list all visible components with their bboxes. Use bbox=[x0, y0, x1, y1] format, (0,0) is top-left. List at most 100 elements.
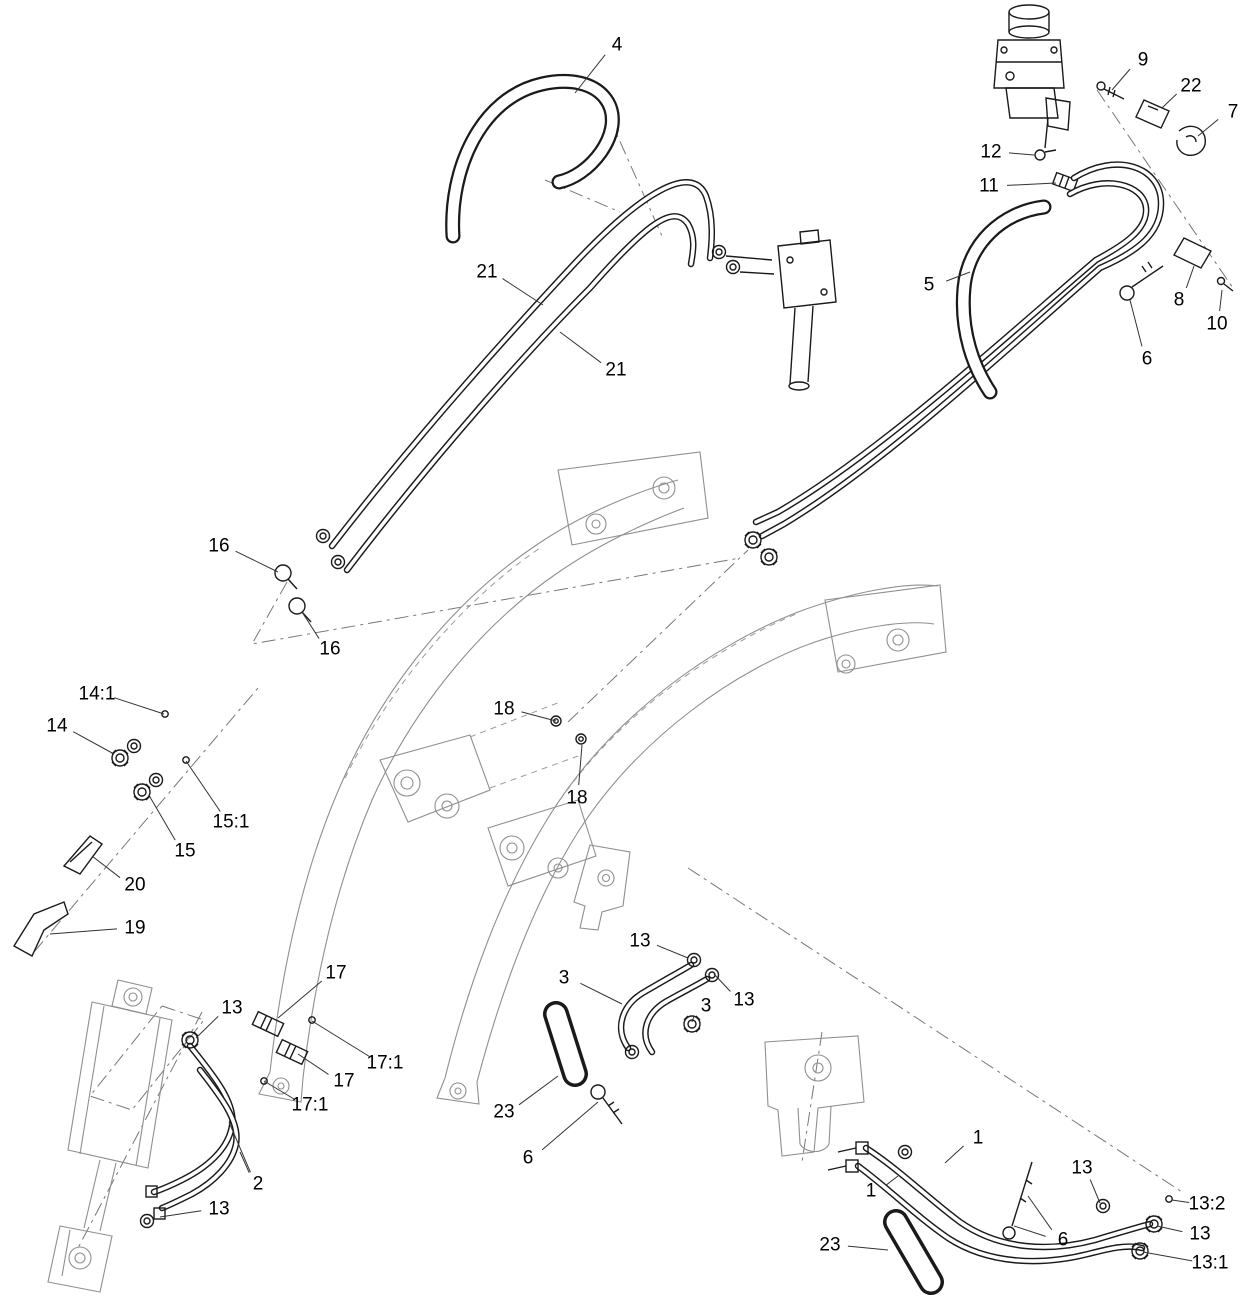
leader-line bbox=[1171, 1199, 1190, 1203]
sleeve-23-left bbox=[543, 1001, 588, 1087]
callout-label: 6 bbox=[1141, 348, 1153, 370]
long-hose-pair bbox=[744, 161, 1165, 566]
leader-line bbox=[297, 1053, 329, 1075]
leader-line bbox=[1006, 182, 1057, 186]
leader-line bbox=[1129, 299, 1143, 347]
callout-label: 8 bbox=[1173, 289, 1185, 311]
callout-label: 23 bbox=[493, 1101, 515, 1123]
leader-line bbox=[691, 1015, 695, 1023]
plate-22 bbox=[1135, 99, 1170, 129]
leader-line bbox=[1089, 1179, 1101, 1204]
hoses-3 bbox=[617, 952, 720, 1060]
callout-label: 13 bbox=[1071, 1157, 1093, 1179]
callout-label: 6 bbox=[1057, 1229, 1069, 1251]
fitting-11 bbox=[1051, 171, 1079, 193]
callout-label: 2 bbox=[252, 1173, 264, 1195]
callout-label: 1 bbox=[865, 1180, 877, 1202]
callout-label: 6 bbox=[522, 1147, 534, 1169]
callout-label: 16 bbox=[208, 535, 230, 557]
leader-line bbox=[1197, 119, 1219, 137]
leader-line bbox=[1142, 1251, 1193, 1262]
leader-line bbox=[72, 731, 115, 755]
leader-line bbox=[713, 973, 731, 992]
leader-line bbox=[49, 928, 118, 935]
leader-line bbox=[1156, 1225, 1183, 1233]
cable-tie-6-top bbox=[1119, 261, 1164, 301]
callout-label: 13 bbox=[221, 997, 243, 1019]
loader-arm-front bbox=[258, 451, 709, 1103]
callout-label: 13 bbox=[208, 1198, 230, 1220]
callout-label: 4 bbox=[611, 34, 623, 56]
leader-line bbox=[944, 1145, 965, 1164]
leader-line bbox=[239, 1151, 250, 1173]
callout-label: 17 bbox=[325, 962, 347, 984]
callout-label: 18 bbox=[493, 698, 515, 720]
leader-line bbox=[1027, 1195, 1053, 1231]
leader-line bbox=[541, 1101, 599, 1151]
leader-line bbox=[578, 744, 583, 786]
sleeve-23-bottom bbox=[883, 1209, 944, 1295]
clamp-7 bbox=[1176, 125, 1206, 156]
leader-line bbox=[149, 796, 176, 841]
callout-label: 13 bbox=[733, 989, 755, 1011]
leader-line bbox=[114, 697, 165, 715]
leader-line bbox=[1219, 289, 1223, 312]
callout-label: 16 bbox=[319, 638, 341, 660]
leader-line bbox=[159, 1210, 202, 1218]
pump-assembly bbox=[993, 4, 1071, 149]
callout-label: 20 bbox=[124, 874, 146, 896]
fitting-12 bbox=[1034, 149, 1057, 161]
leader-line bbox=[1185, 265, 1195, 289]
loader-arm-rear bbox=[436, 584, 947, 1105]
screw-9 bbox=[1096, 81, 1125, 100]
callout-label: 13:2 bbox=[1188, 1193, 1226, 1215]
centerlines bbox=[33, 89, 1234, 1249]
hoses-21 bbox=[315, 179, 775, 574]
leader-line bbox=[518, 1075, 559, 1106]
plate-8 bbox=[1173, 237, 1212, 269]
callout-label: 1 bbox=[972, 1127, 984, 1149]
leader-line bbox=[946, 271, 971, 282]
hose-5 bbox=[955, 199, 1052, 400]
leader-line bbox=[185, 760, 221, 812]
leader-line bbox=[847, 1245, 889, 1251]
leader-line bbox=[1161, 93, 1178, 109]
callout-label: 3 bbox=[558, 967, 570, 989]
leader-line bbox=[580, 982, 623, 1005]
callout-label: 18 bbox=[566, 787, 588, 809]
callout-label: 15:1 bbox=[212, 811, 250, 833]
leader-line bbox=[1013, 1225, 1046, 1237]
leader-line bbox=[195, 1015, 219, 1039]
leader-line bbox=[1111, 68, 1131, 91]
leader-line bbox=[886, 1175, 899, 1186]
callout-label: 21 bbox=[476, 261, 498, 283]
leader-line bbox=[277, 980, 323, 1019]
leader-line bbox=[228, 1121, 251, 1173]
leader-line bbox=[656, 944, 689, 959]
hoses-1 bbox=[827, 1141, 1173, 1265]
leader-line bbox=[301, 611, 320, 639]
cable-tie-6-center bbox=[590, 1084, 623, 1125]
callout-label: 13:1 bbox=[1191, 1252, 1229, 1274]
callout-label: 14:1 bbox=[78, 683, 116, 705]
callout-label: 9 bbox=[1137, 49, 1149, 71]
cable-tie-6-bottom bbox=[1002, 1161, 1033, 1240]
callout-label: 21 bbox=[605, 359, 627, 381]
callout-label: 10 bbox=[1206, 313, 1228, 335]
leader-line bbox=[521, 711, 557, 722]
leader-line bbox=[559, 331, 602, 364]
leader-line bbox=[263, 1080, 295, 1100]
valve-assembly bbox=[777, 229, 837, 391]
callout-label: 23 bbox=[819, 1234, 841, 1256]
hose-4 bbox=[445, 74, 620, 244]
callout-label: 14 bbox=[46, 715, 68, 737]
mount-bracket bbox=[764, 1035, 865, 1157]
callout-label: 5 bbox=[923, 274, 935, 296]
callout-label: 17:1 bbox=[366, 1052, 404, 1074]
callout-label: 12 bbox=[980, 141, 1002, 163]
leader-line bbox=[91, 855, 121, 879]
callout-label: 11 bbox=[979, 175, 999, 197]
